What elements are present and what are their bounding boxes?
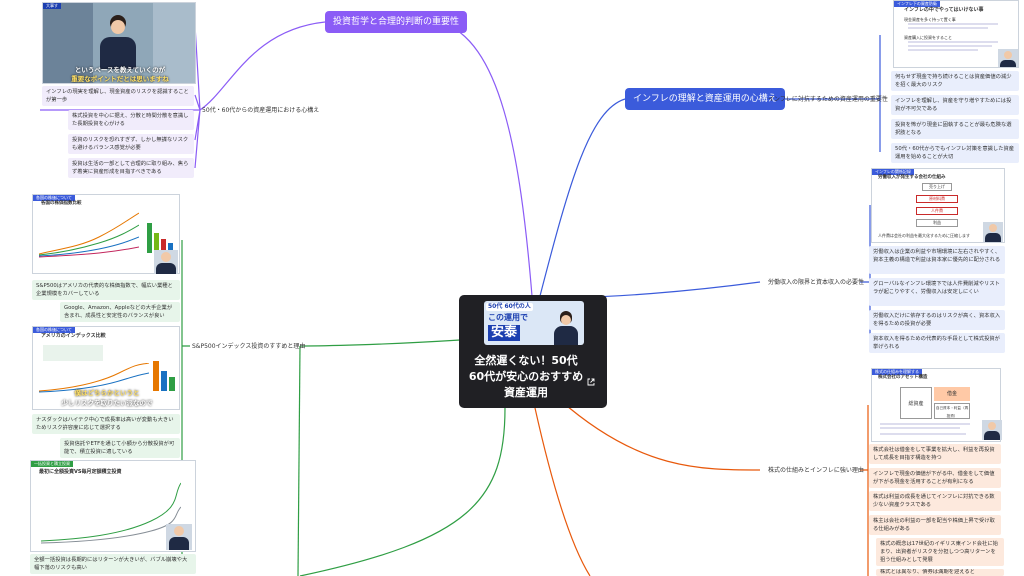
sp500-leaf-1[interactable]: S&P500はアメリカの代表的な株価指数で、幅広い業種と企業規模をカバーしている [32,280,180,300]
inflation-leaf-4[interactable]: 50代・60代からでもインフレ対策を意識した資産運用を始めることが大切 [891,143,1019,163]
thumb-badge: 大事す [43,3,61,9]
sp500-leaf-5[interactable]: 全額一括投資は長期的にはリターンが大きいが、バブル崩壊や大幅下落のリスクも高い [30,554,196,574]
inflation-leaf-3[interactable]: 投資を怖がり現金に固執することが最も危険な選択肢となる [891,119,1019,139]
presenter-avatar [552,309,580,345]
philosophy-video-thumbnail[interactable]: 大事す というペースを教えていくのが 重要なポイントだとは思いますね [42,2,196,84]
slide-badge: インフレの関係記録 [872,169,914,175]
central-title: 全然遅くない！50代60代が安心のおすすめ資産運用 [468,354,584,399]
philosophy-leaf-1[interactable]: インフレの現実を理解し、現金資産のリスクを認識することが第一歩 [42,86,194,106]
subtopic-philosophy[interactable]: 50代・60代からの資産運用における心構え [202,107,320,114]
badge-line2: この運用で [488,313,528,322]
thumb-caption-1: 僕はどちらかというと [74,389,140,397]
chart-lines-icon [39,363,149,393]
labor-leaf-1[interactable]: 労働収入は企業の利益や市場環境に左右されやすく、資本主義の構造で利益は資本家に優… [869,246,1005,274]
bar-chart-icon [153,361,175,391]
slide-badge: 各国の株価について [33,327,75,333]
subtopic-corporate[interactable]: 株式の仕組みとインフレに強い理由 [768,467,864,474]
corporate-leaf-2[interactable]: インフレで現金の価値が下がる中、借金をして価値が下がる現金を活用することが有利に… [869,468,1001,488]
sp500-chart-thumbnail-2[interactable]: 各国の株価について アメリカのインデックス比較 僕はどちらかというと 少しリスク… [32,326,180,410]
slide-title: 最初に全額投資VS毎月定額積立投資 [39,469,122,475]
presenter-avatar [982,420,1002,440]
box-sales: 売り上げ [922,183,952,191]
slide-title: インフレの中でやってはいけない事 [904,7,984,13]
corporate-leaf-5[interactable]: 株式の概念は17世紀のイギリス東インド会社に始まり、出資者がリスクを分担しつつ高… [876,538,1004,566]
slide-title: アメリカのインデックス比較 [41,333,106,339]
presenter-avatar [154,250,178,274]
subtopic-sp500[interactable]: S&P500インデックス投資のすすめと理由 [192,343,306,350]
slide-badge: インフレ下の資産防衛 [894,1,940,7]
sp500-leaf-4[interactable]: 投資信託やETFを通じて小額から分散投資が可能で、積立投資に適している [60,438,180,458]
chart-lines-icon [41,482,181,544]
slide-title: 各国の株価指数比較 [41,201,82,206]
corporate-leaf-3[interactable]: 株式は利益の成長を通じてインフレに対抗できる数少ない資産クラスである [869,491,1001,511]
labor-leaf-3[interactable]: 労働収入だけに依存するのはリスクが高く、資本収入を得るための投資が必要 [869,310,1005,330]
box-labor: 人件費 [916,207,958,215]
box-total-assets: 総資産 [900,387,932,419]
corporate-leaf-1[interactable]: 株式会社は借金をして事業を拡大し、利益を再投資して成長を目指す構造を持つ [869,444,1001,464]
corporate-slide-thumbnail[interactable]: 株式の仕組みを理解する 株式会社のアセット構造 総資産 借金 自己資本・利益（再… [871,368,1001,442]
slide-title: 株式会社のアセット構造 [878,375,928,380]
presenter-avatar [998,49,1018,67]
central-topic[interactable]: 50代 60代の人 この運用で 安泰 全然遅くない！50代60代が安心のおすすめ… [459,295,607,408]
labor-leaf-4[interactable]: 資本収入を得るための代表的な手段として株式投資が挙げられる [869,333,1005,353]
box-profit: 利益 [916,219,958,227]
philosophy-leaf-2[interactable]: 株式投資を中心に据え、分散と時間分散を意識した長期投資を心がける [68,110,194,130]
slide-badge: 各国の株価について [33,195,75,201]
badge-line1: 50代 60代の人 [486,303,533,311]
box-equity: 自己資本・利益（再投資） [934,403,970,419]
external-link-icon[interactable] [587,371,595,386]
thumb-caption-1: というペースを教えていくのが [74,66,166,74]
corporate-leaf-6[interactable]: 株式とは異なり、債券は満期を迎えると [876,569,1004,576]
topic-inflation[interactable]: インフレの理解と資産運用の心構え [625,88,785,110]
sp500-leaf-3[interactable]: ナスダックはハイテク中心で成長率は高いが変動も大きいためリスク許容度に応じて選択… [32,414,180,434]
slide-title: 労働収入が発生する会社の仕組み [878,175,946,180]
slide-badge: 一括投資と積立投資 [31,461,73,467]
thumb-caption-2: 重要なポイントだとは思いますね [71,75,169,83]
slide-point-1: 現金資産を多く持って置く事 [904,17,956,22]
bar-chart-icon [147,223,173,253]
inflation-leaf-1[interactable]: 何もせず現金で持ち続けることは資産価値の減少を招く最大のリスク [891,71,1019,91]
corporate-leaf-4[interactable]: 株主は会社の利益の一部を配当や株価上昇で受け取る仕組みがある [869,515,1001,535]
chart-lines-icon [39,212,139,258]
labor-slide-thumbnail[interactable]: インフレの関係記録 労働収入が発生する会社の仕組み 売り上げ 原材料費 人件費 … [871,168,1005,243]
thumb-caption-2: 少しリスクを取りたい派なので [61,399,153,407]
sp500-leaf-2[interactable]: Google、Amazon、Appleなどの大手企業が含まれ、成長性と安定性のバ… [60,302,180,322]
philosophy-leaf-4[interactable]: 投資は生活の一部として合理的に取り組み、焦らず着実に資産形成を目指すべきである [68,158,194,178]
inflation-leaf-2[interactable]: インフレを理解し、資産を守り増やすためには投資が不可欠である [891,95,1019,115]
slide-point-2: 資産購入に投資をすること [904,35,952,40]
labor-leaf-2[interactable]: グローバルなインフレ環境下では人件費削減やリストラが起こりやすく、労働収入は安定… [869,278,1005,306]
slide-badge: 株式の仕組みを理解する [872,369,922,375]
box-materials: 原材料費 [916,195,958,203]
box-debt: 借金 [934,387,970,401]
slide-footer: 人件費は会社の利益を最大化するために圧縮します [878,233,970,238]
inflation-slide-thumbnail[interactable]: インフレ下の資産防衛 インフレの中でやってはいけない事 現金資産を多く持って置く… [893,0,1019,68]
presenter-avatar [166,524,192,550]
presenter-avatar [98,13,138,69]
topic-philosophy[interactable]: 投資哲学と合理的判断の重要性 [325,11,468,33]
central-thumbnail: 50代 60代の人 この運用で 安泰 [484,301,584,345]
philosophy-leaf-3[interactable]: 投資のリスクを恐れすぎず、しかし無謀なリスクも避けるバランス感覚が必要 [68,134,194,154]
subtopic-inflation[interactable]: インフレに対抗するための資産運用の重要性 [768,96,888,103]
presenter-avatar [983,222,1003,242]
subtopic-labor[interactable]: 労働収入の限界と資本収入の必要性 [768,279,865,286]
badge-line3: 安泰 [488,325,521,341]
